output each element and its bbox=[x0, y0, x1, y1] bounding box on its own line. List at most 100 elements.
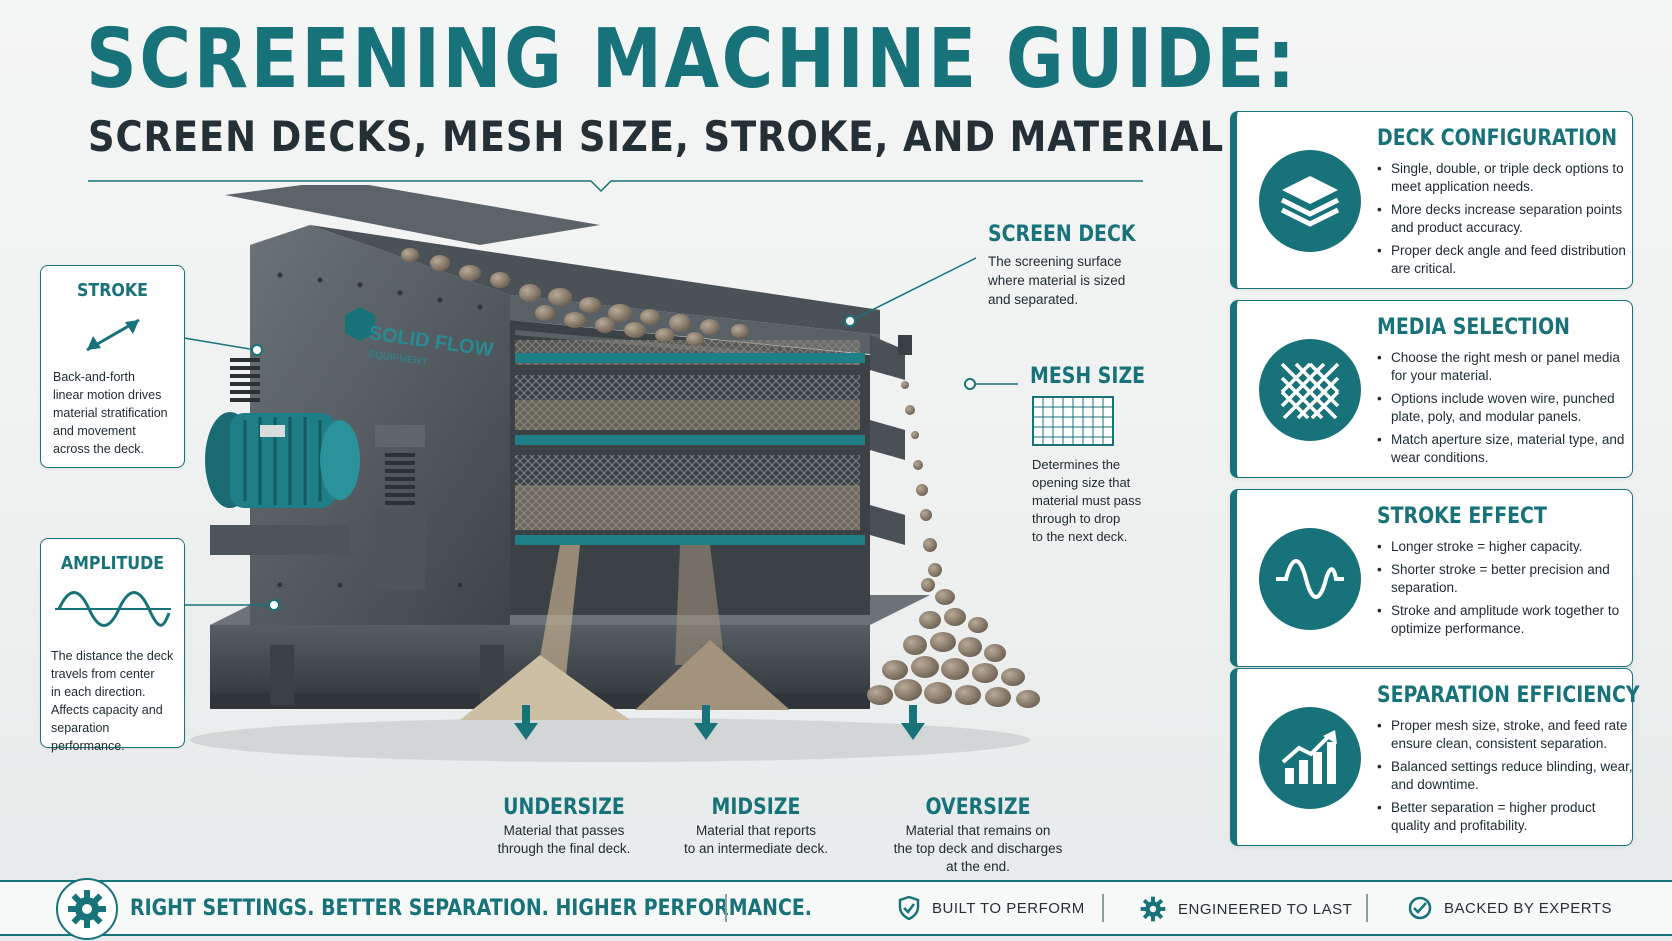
card-bullet: Choose the right mesh or panel media for… bbox=[1377, 349, 1633, 385]
mesh-size-text-line: material must pass bbox=[1032, 493, 1142, 508]
undersize-text-line: through the final deck. bbox=[497, 841, 631, 856]
screen-deck-text: The screening surface where material is … bbox=[988, 252, 1125, 309]
card-bullets: Choose the right mesh or panel media for… bbox=[1377, 349, 1633, 472]
screen-deck-text-line: The screening surface bbox=[988, 254, 1122, 269]
page-title: SCREENING MACHINE GUIDE: bbox=[86, 12, 1298, 107]
card-bullet: Proper mesh size, stroke, and feed rate … bbox=[1377, 717, 1633, 753]
screen-deck-text-line: and separated. bbox=[988, 292, 1079, 307]
layers-icon bbox=[1259, 150, 1361, 252]
oversize-title: OVERSIZE bbox=[925, 795, 1031, 820]
mesh-size-text-line: through to drop bbox=[1032, 511, 1121, 526]
mesh-size-text: Determines the opening size that materia… bbox=[1032, 456, 1141, 546]
screening-machine-illustration: SOLID FLOW EQUIPMENT bbox=[190, 185, 1040, 762]
amplitude-text-line: in each direction. bbox=[51, 685, 146, 699]
motor bbox=[205, 412, 360, 555]
undersize-arrow-icon bbox=[514, 705, 538, 740]
stroke-text-line: material stratification bbox=[53, 406, 168, 420]
card-bullet: More decks increase separation points an… bbox=[1377, 201, 1633, 237]
wave-icon bbox=[1259, 528, 1361, 630]
card-bullet: Shorter stroke = better precision and se… bbox=[1377, 561, 1633, 597]
card-bullets: Proper mesh size, stroke, and feed rate … bbox=[1377, 717, 1633, 840]
amplitude-title: AMPLITUDE bbox=[60, 553, 165, 574]
footer-item-backed: BACKED BY EXPERTS bbox=[1408, 896, 1612, 920]
card-stroke-effect: STROKE EFFECT Longer stroke = higher cap… bbox=[1230, 489, 1633, 667]
card-bullet: Balanced settings reduce blinding, wear,… bbox=[1377, 758, 1633, 794]
top-rock-load bbox=[401, 248, 749, 346]
undersize-stream bbox=[535, 545, 580, 685]
stroke-text-line: Back-and-forth bbox=[53, 370, 135, 384]
card-bullets: Longer stroke = higher capacity. Shorter… bbox=[1377, 538, 1633, 643]
amplitude-callout: AMPLITUDE The distance the deck travels … bbox=[40, 538, 185, 753]
card-title: MEDIA SELECTION bbox=[1377, 315, 1571, 340]
amplitude-text-line: The distance the deck bbox=[51, 649, 174, 663]
oversize-stream bbox=[901, 381, 942, 592]
oversize-text-line: at the end. bbox=[946, 859, 1010, 874]
double-arrow-icon bbox=[86, 318, 140, 352]
stroke-title: STROKE bbox=[77, 280, 148, 301]
oversize-arrow-icon bbox=[901, 705, 925, 740]
mesh-size-text-line: to the next deck. bbox=[1032, 529, 1128, 544]
check-circle-icon bbox=[1408, 896, 1432, 920]
card-separation-efficiency: SEPARATION EFFICIENCY Proper mesh size, … bbox=[1230, 668, 1640, 846]
midsize-text-line: to an intermediate deck. bbox=[683, 841, 829, 856]
midsize-stream bbox=[675, 545, 725, 665]
amplitude-text-line: separation performance. bbox=[51, 721, 125, 753]
card-bullet: Better separation = higher product quali… bbox=[1377, 799, 1633, 835]
card-title: SEPARATION EFFICIENCY bbox=[1377, 683, 1640, 708]
oversize-text: Material that remains on the top deck an… bbox=[868, 822, 1088, 876]
undersize-pile bbox=[460, 655, 630, 720]
amplitude-text-line: Affects capacity and bbox=[51, 703, 163, 717]
midsize-arrow-icon bbox=[694, 705, 718, 740]
screen-deck-text-line: where material is sized bbox=[988, 273, 1126, 288]
gear-icon bbox=[56, 878, 118, 940]
mesh-grid-icon bbox=[1032, 396, 1114, 446]
card-bullet: Match aperture size, material type, and … bbox=[1377, 431, 1633, 467]
growth-chart-icon bbox=[1259, 707, 1361, 809]
card-bullets: Single, double, or triple deck options t… bbox=[1377, 160, 1633, 283]
mesh-size-text-line: Determines the bbox=[1032, 457, 1121, 472]
deck-openings bbox=[510, 320, 912, 615]
card-bullet: Proper deck angle and feed distribution … bbox=[1377, 242, 1633, 278]
midsize-pile bbox=[635, 640, 790, 710]
output-arrows bbox=[514, 705, 925, 740]
mesh-size-text-line: opening size that bbox=[1032, 475, 1131, 490]
footer-divider bbox=[725, 894, 727, 922]
oversize-text-line: Material that remains on bbox=[905, 823, 1051, 838]
mesh-size-title: MESH SIZE bbox=[1030, 364, 1146, 389]
card-bullet: Longer stroke = higher capacity. bbox=[1377, 538, 1633, 556]
card-title: DECK CONFIGURATION bbox=[1377, 126, 1618, 151]
sine-wave-icon bbox=[55, 591, 171, 627]
card-deck-configuration: DECK CONFIGURATION Single, double, or tr… bbox=[1230, 111, 1633, 289]
card-title: STROKE EFFECT bbox=[1377, 504, 1547, 529]
screen-deck-title: SCREEN DECK bbox=[988, 222, 1136, 247]
stroke-text-line: and movement bbox=[53, 424, 136, 438]
oversize-pile bbox=[867, 589, 1040, 708]
gear-icon bbox=[1140, 896, 1166, 922]
footer-item-label: BACKED BY EXPERTS bbox=[1444, 899, 1613, 917]
oversize-text-line: the top deck and discharges bbox=[893, 841, 1063, 856]
title-divider bbox=[88, 180, 1143, 193]
footer-item-label: ENGINEERED TO LAST bbox=[1178, 900, 1353, 918]
mesh-icon bbox=[1259, 339, 1361, 441]
stroke-text-line: linear motion drives bbox=[53, 388, 162, 402]
springs bbox=[230, 358, 415, 505]
card-bullet: Single, double, or triple deck options t… bbox=[1377, 160, 1633, 196]
footer-item-engineered: ENGINEERED TO LAST bbox=[1140, 896, 1352, 922]
undersize-title: UNDERSIZE bbox=[503, 795, 625, 820]
card-media-selection: MEDIA SELECTION Choose the right mesh or… bbox=[1230, 300, 1633, 478]
stroke-callout: STROKE Back-and-forth linear motion driv… bbox=[40, 265, 185, 468]
card-bullet: Options include woven wire, punched plat… bbox=[1377, 390, 1633, 426]
midsize-text: Material that reports to an intermediate… bbox=[656, 822, 856, 858]
footer-divider bbox=[1366, 894, 1368, 922]
undersize-text-line: Material that passes bbox=[503, 823, 625, 838]
stroke-text-line: across the deck. bbox=[53, 442, 145, 456]
footer-slogan: RIGHT SETTINGS. BETTER SEPARATION. HIGHE… bbox=[130, 896, 813, 921]
footer-divider bbox=[1102, 894, 1104, 922]
footer-item-label: BUILT TO PERFORM bbox=[932, 899, 1085, 917]
footer-item-built: BUILT TO PERFORM bbox=[898, 896, 1085, 920]
amplitude-text-line: travels from center bbox=[51, 667, 155, 681]
card-bullet: Stroke and amplitude work together to op… bbox=[1377, 602, 1633, 638]
undersize-text: Material that passes through the final d… bbox=[464, 822, 664, 858]
footer-banner: RIGHT SETTINGS. BETTER SEPARATION. HIGHE… bbox=[0, 878, 1672, 940]
